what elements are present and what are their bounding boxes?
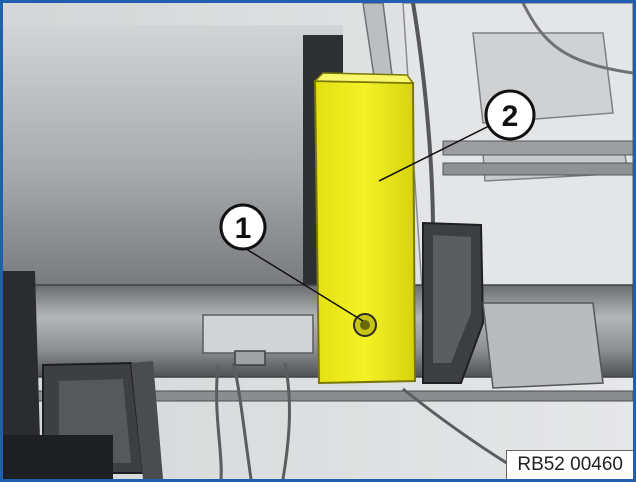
cables <box>215 362 524 479</box>
callout-2-label: 2 <box>502 100 519 133</box>
callout-2: 2 <box>378 89 536 182</box>
technical-illustration: 1 2 <box>3 3 633 479</box>
bolt <box>353 313 377 337</box>
cable-connector <box>234 350 266 366</box>
right-clip <box>422 221 604 389</box>
fuel-tank <box>3 25 343 289</box>
callout-1: 1 <box>219 203 364 322</box>
lower-left-mechanism <box>3 271 163 479</box>
callout-1-label: 1 <box>235 212 252 245</box>
reference-code: RB52 00460 <box>506 450 633 479</box>
